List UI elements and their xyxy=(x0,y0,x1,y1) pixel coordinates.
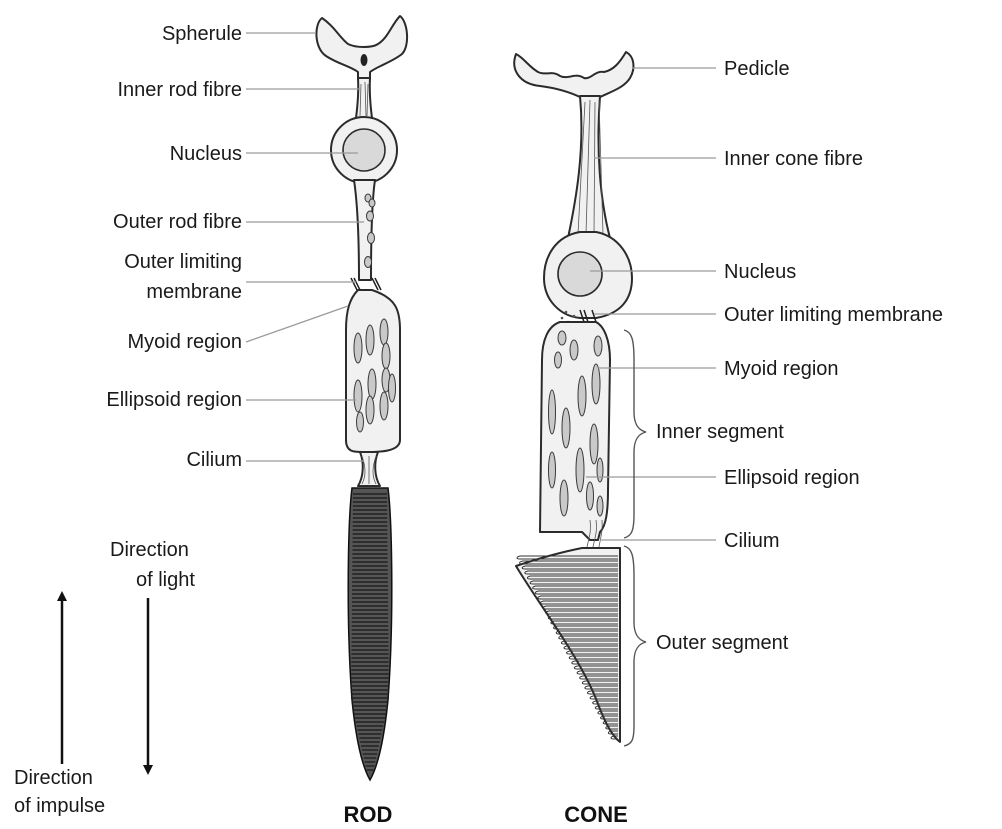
rod-label-spherule: Spherule xyxy=(162,23,242,45)
rod-label-olm-line2: membrane xyxy=(146,281,242,303)
rod-outer-fibre xyxy=(354,180,375,280)
cone-outer-segment xyxy=(516,548,620,742)
cone-labels: Pedicle Inner cone fibre Nucleus Outer l… xyxy=(586,58,943,746)
impulse-label-line2: of impulse xyxy=(14,795,105,817)
rod-label-nucleus: Nucleus xyxy=(170,143,242,165)
rod-labels: Spherule Inner rod fibre Nucleus Outer r… xyxy=(106,23,364,471)
rod-title: ROD xyxy=(344,802,393,827)
rod-cell xyxy=(316,16,407,780)
cone-label-cilium: Cilium xyxy=(724,530,780,552)
rod-spherule xyxy=(316,16,407,80)
rod-label-inner-fibre: Inner rod fibre xyxy=(117,79,242,101)
cone-cell xyxy=(514,52,633,742)
rod-spherule-synapse xyxy=(361,54,368,66)
rod-nucleus xyxy=(343,129,385,171)
cone-pedicle xyxy=(514,52,633,98)
impulse-label-line1: Direction xyxy=(14,767,93,789)
rod-inner-fibre xyxy=(356,78,372,118)
cone-inner-fibre xyxy=(568,96,610,238)
cone-label-nucleus: Nucleus xyxy=(724,261,796,283)
cone-label-ellipsoid: Ellipsoid region xyxy=(724,467,860,489)
rod-label-cilium: Cilium xyxy=(186,449,242,471)
light-label-line2: of light xyxy=(136,569,195,591)
outer-segment-brace xyxy=(624,546,646,746)
inner-segment-brace xyxy=(624,330,646,538)
cone-label-outer-segment: Outer segment xyxy=(656,632,789,654)
cone-title: CONE xyxy=(564,802,628,827)
cone-label-pedicle: Pedicle xyxy=(724,58,790,80)
direction-arrows: Direction of light Direction of impulse xyxy=(14,539,195,817)
rod-label-olm-line1: Outer limiting xyxy=(124,251,242,273)
rod-label-ellipsoid: Ellipsoid region xyxy=(106,389,242,411)
light-label-line1: Direction xyxy=(110,539,189,561)
cone-label-olm: Outer limiting membrane xyxy=(724,304,943,326)
rod-label-outer-fibre: Outer rod fibre xyxy=(113,211,242,233)
cone-label-inner-segment: Inner segment xyxy=(656,421,784,443)
cone-nucleus xyxy=(558,252,602,296)
cone-label-inner-fibre: Inner cone fibre xyxy=(724,148,863,170)
cone-label-myoid: Myoid region xyxy=(724,358,839,380)
rod-label-myoid: Myoid region xyxy=(127,331,242,353)
